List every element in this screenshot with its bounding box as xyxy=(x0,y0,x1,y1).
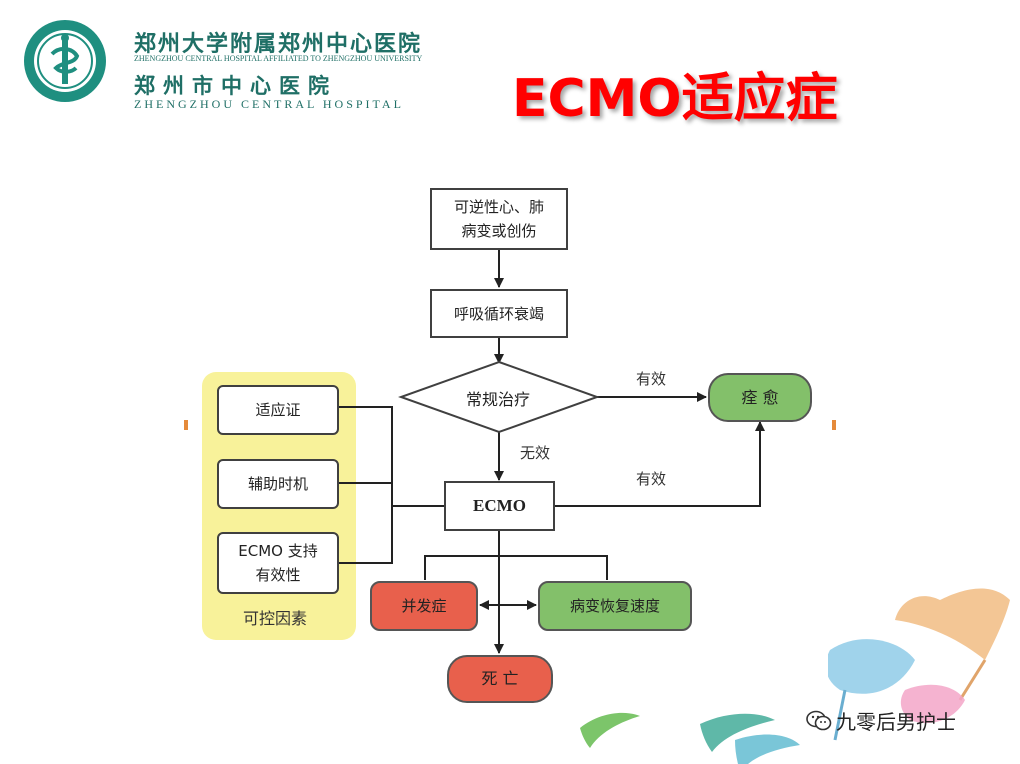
hospital-name-en: ZHENGZHOU CENTRAL HOSPITAL AFFILIATED TO… xyxy=(134,54,423,63)
ecmo-node: ECMO xyxy=(444,481,555,531)
edge-label-effective-1: 有效 xyxy=(636,370,667,388)
edge-label-ineffective: 无效 xyxy=(520,444,551,462)
death-node: 死 亡 xyxy=(447,655,553,703)
recovery-speed-node: 病变恢复速度 xyxy=(538,581,692,631)
panel-edge-marker xyxy=(832,420,836,430)
cause-node: 可逆性心、肺 病变或创伤 xyxy=(430,188,568,250)
slide-title: ECMO适应症 xyxy=(512,69,838,129)
complication-node: 并发症 xyxy=(370,581,478,631)
failure-node: 呼吸循环衰竭 xyxy=(430,289,568,338)
watermark: 九零后男护士 xyxy=(806,706,956,735)
cured-node: 痊 愈 xyxy=(708,373,812,422)
factor-support-effectiveness: ECMO 支持 有效性 xyxy=(217,532,339,594)
hospital-name-cn-2: 郑州市中心医院 xyxy=(134,73,337,98)
treatment-decision-label: 常规治疗 xyxy=(466,390,531,409)
hospital-logo-icon xyxy=(24,20,106,102)
edge-label-effective-2: 有效 xyxy=(636,470,667,488)
treatment-decision-diamond xyxy=(398,360,600,434)
factor-indication: 适应证 xyxy=(217,385,339,435)
watermark-text: 九零后男护士 xyxy=(836,710,956,734)
controllable-factors-label: 可控因素 xyxy=(243,609,308,628)
panel-edge-marker xyxy=(184,420,188,430)
wechat-icon xyxy=(806,710,832,730)
hospital-name-cn: 郑州大学附属郑州中心医院 xyxy=(134,31,423,57)
hospital-name-en-2: ZHENGZHOU CENTRAL HOSPITAL xyxy=(134,97,404,111)
factor-timing: 辅助时机 xyxy=(217,459,339,509)
